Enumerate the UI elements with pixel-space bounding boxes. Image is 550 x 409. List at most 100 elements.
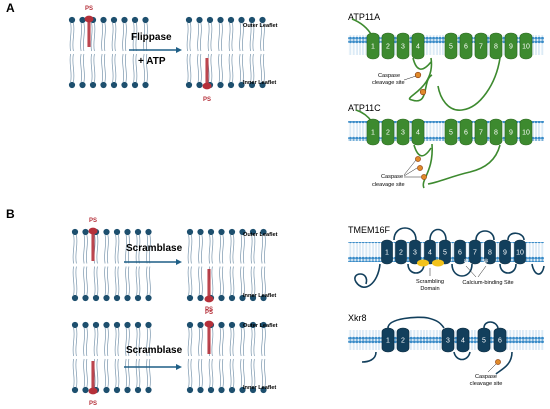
lipid-tail bbox=[135, 235, 138, 264]
atp11a-c-terminal-tail bbox=[437, 57, 501, 111]
lipid-head bbox=[186, 294, 194, 302]
atp11c-caspase-site-2 bbox=[417, 165, 423, 171]
lipid-tail bbox=[148, 266, 151, 295]
lipid-head bbox=[103, 228, 110, 236]
lipid-tail bbox=[132, 53, 135, 82]
lipid-tail bbox=[200, 328, 203, 357]
lipid-tail bbox=[197, 53, 200, 82]
helix-number-10: 10 bbox=[516, 250, 524, 257]
lipid-tail bbox=[262, 23, 265, 52]
lipid-tail bbox=[241, 53, 244, 82]
helix-number-9: 9 bbox=[509, 130, 513, 137]
flippase-label: Flippase bbox=[131, 32, 172, 43]
lipid-tail bbox=[253, 266, 256, 295]
lipid-tail bbox=[187, 328, 190, 357]
lipid-head bbox=[134, 294, 142, 302]
ps-lipid-b-top-outer bbox=[88, 227, 98, 261]
helix-4 bbox=[411, 118, 425, 146]
lipid-tail bbox=[253, 358, 256, 387]
lipid-tail bbox=[261, 358, 264, 387]
lipid-tail bbox=[72, 235, 75, 264]
atp11c-cytoplasmic-loop bbox=[413, 143, 433, 189]
helix-2 bbox=[381, 32, 395, 60]
atp11a-site-pointer bbox=[403, 75, 417, 81]
helix-6 bbox=[459, 118, 473, 146]
lipid-head bbox=[145, 386, 152, 394]
helix-5 bbox=[439, 239, 451, 265]
lipid-tail bbox=[114, 328, 117, 357]
lipid-tail bbox=[111, 53, 114, 82]
helix-1 bbox=[381, 327, 395, 353]
lipid-head bbox=[124, 321, 131, 329]
lipid-tail bbox=[239, 53, 242, 82]
lipid-tail bbox=[106, 328, 109, 357]
ps-label-a-before: PS bbox=[85, 6, 93, 12]
lipid-tail bbox=[186, 23, 189, 52]
lipid-tail bbox=[83, 235, 86, 264]
atp-label: + ATP bbox=[138, 56, 166, 67]
lipid-head bbox=[227, 81, 235, 89]
lipid-head bbox=[218, 294, 225, 302]
lipid-tail bbox=[85, 235, 88, 264]
lipid-tail bbox=[232, 266, 235, 295]
lipid-tail bbox=[228, 23, 231, 52]
lipid-tail bbox=[190, 358, 193, 387]
scramblase-arrowhead-bottom bbox=[176, 364, 182, 370]
lipid-head bbox=[131, 81, 139, 89]
lipid-head bbox=[259, 16, 266, 24]
lipid-tail bbox=[114, 23, 117, 52]
lipid-head bbox=[145, 228, 152, 236]
lipid-tail bbox=[96, 358, 99, 387]
lipid-tail bbox=[114, 358, 117, 387]
bilayer-b-top-before bbox=[71, 228, 152, 302]
lipid-head bbox=[92, 321, 100, 329]
lipid-tail bbox=[132, 23, 135, 52]
lipid-tail bbox=[261, 328, 264, 357]
lipid-head bbox=[217, 81, 224, 89]
atp11c-site-pointer-1 bbox=[403, 159, 417, 176]
lipid-tail bbox=[219, 328, 222, 357]
helix-number-5: 5 bbox=[443, 250, 447, 257]
lipid-tail bbox=[210, 53, 213, 82]
lipid-head bbox=[248, 16, 256, 24]
helix-number-2: 2 bbox=[386, 44, 390, 51]
lipid-head bbox=[197, 386, 204, 394]
bilayer-a-after bbox=[185, 16, 266, 89]
lipid-tail bbox=[124, 53, 127, 82]
lipid-tail bbox=[138, 235, 141, 264]
lipid-tail bbox=[146, 266, 149, 295]
lipid-tail bbox=[211, 358, 214, 387]
helix-6 bbox=[493, 327, 507, 353]
atp11c-caspase-site-1 bbox=[415, 156, 421, 162]
lipid-tail bbox=[125, 358, 128, 387]
inner-leaflet-label-a: Inner Leaflet bbox=[243, 80, 276, 86]
lipid-tail bbox=[135, 23, 138, 52]
lipid-tail bbox=[75, 358, 78, 387]
lipid-tail bbox=[127, 235, 130, 264]
lipid-tail bbox=[103, 53, 106, 82]
lipid-head bbox=[186, 228, 194, 236]
lipid-tail bbox=[106, 358, 109, 387]
lipid-tail bbox=[85, 358, 88, 387]
lipid-tail bbox=[211, 235, 214, 264]
lipid-head bbox=[134, 386, 142, 394]
calcium-marker-2: ✲ bbox=[483, 258, 488, 265]
helix-number-2: 2 bbox=[399, 250, 403, 257]
helix-2 bbox=[396, 327, 410, 353]
lipid-tail bbox=[117, 328, 120, 357]
lipid-tail bbox=[135, 358, 138, 387]
lipid-tail bbox=[239, 23, 242, 52]
helix-number-1: 1 bbox=[386, 338, 390, 345]
lipid-tail bbox=[117, 358, 120, 387]
tmem16f-scrambling-domain-right bbox=[432, 259, 444, 267]
helix-9 bbox=[504, 32, 518, 60]
ps-lipid-b-bottom-outer bbox=[204, 320, 214, 354]
lipid-head bbox=[79, 81, 86, 89]
outer-leaflet-label-b-top: Outer Leaflet bbox=[243, 232, 278, 238]
lipid-head bbox=[218, 321, 225, 329]
lipid-head bbox=[228, 386, 236, 394]
lipid-tail bbox=[197, 23, 200, 52]
lipid-tail bbox=[125, 235, 128, 264]
helix-7 bbox=[469, 239, 481, 265]
